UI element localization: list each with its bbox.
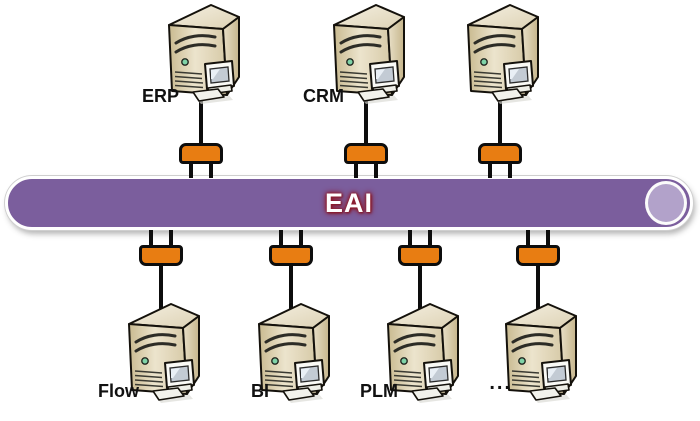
adapter-connector	[269, 245, 313, 266]
adapter-connector	[398, 245, 442, 266]
connection-line	[418, 264, 422, 310]
connector-leg	[408, 230, 412, 246]
bus-label: EAI	[324, 187, 373, 218]
node-label: PLM	[360, 381, 398, 401]
connector-leg	[299, 230, 303, 246]
node-label: ERP	[141, 86, 179, 106]
connector-leg	[526, 230, 530, 246]
connector-leg	[189, 162, 193, 178]
connection-line	[364, 94, 368, 147]
node-label: CRM	[303, 86, 344, 106]
node-label: BI	[251, 381, 269, 401]
connector-leg	[279, 230, 283, 246]
connector-leg	[209, 162, 213, 178]
node-label: ...	[489, 372, 512, 394]
adapter-connector	[139, 245, 183, 266]
connector-leg	[354, 162, 358, 178]
connection-line	[199, 94, 203, 147]
bus-pipe: EAI	[5, 176, 693, 230]
connector-leg	[374, 162, 378, 178]
connection-line	[159, 264, 163, 310]
connection-line	[498, 94, 502, 147]
adapter-connector	[516, 245, 560, 266]
bus-end-cap	[645, 181, 687, 225]
connector-leg	[149, 230, 153, 246]
connection-line	[289, 264, 293, 310]
adapter-connector	[478, 143, 522, 164]
connector-leg	[428, 230, 432, 246]
connector-leg	[508, 162, 512, 178]
node-label: Flow	[98, 381, 139, 401]
connector-leg	[546, 230, 550, 246]
server-icon	[464, 1, 544, 105]
server-icon	[502, 300, 582, 404]
connector-leg	[488, 162, 492, 178]
adapter-connector	[179, 143, 223, 164]
connector-leg	[169, 230, 173, 246]
connection-line	[536, 264, 540, 310]
adapter-connector	[344, 143, 388, 164]
